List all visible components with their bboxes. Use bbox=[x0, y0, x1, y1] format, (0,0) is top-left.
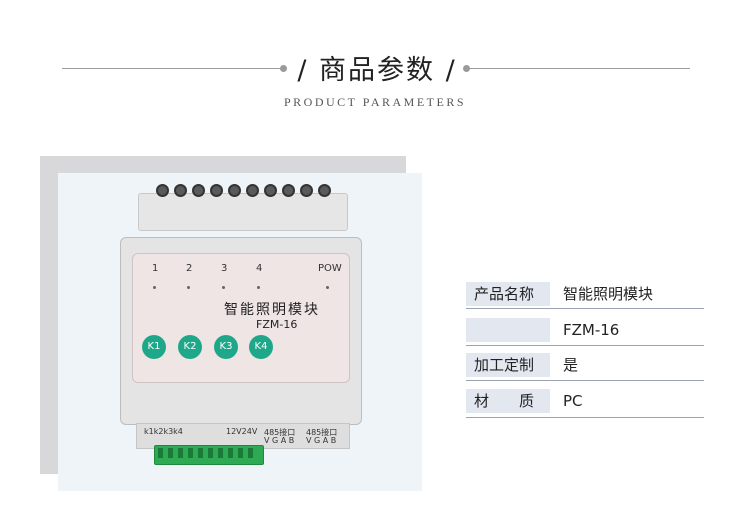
rs485-port-label: 485接口 bbox=[264, 428, 296, 437]
spec-row-divider bbox=[466, 380, 704, 381]
led-indicator bbox=[153, 286, 156, 289]
k2-button: K2 bbox=[178, 335, 202, 359]
screw-icon bbox=[210, 184, 223, 197]
spec-value-customization: 是 bbox=[563, 356, 579, 374]
key-terminal-label: k1k2k3k4 bbox=[144, 427, 183, 436]
spec-value-material: PC bbox=[563, 392, 583, 410]
header-dot-right bbox=[463, 65, 470, 72]
header-divider-right bbox=[470, 68, 690, 69]
spec-row-divider bbox=[466, 345, 704, 346]
spec-label-model bbox=[466, 318, 550, 342]
screw-icon bbox=[192, 184, 205, 197]
top-terminal-block bbox=[138, 193, 348, 231]
screw-icon bbox=[156, 184, 169, 197]
rs485-port-label: 485接口 bbox=[306, 428, 338, 437]
terminal-pin bbox=[168, 448, 173, 458]
terminal-pin bbox=[158, 448, 163, 458]
bottom-terminal-strip bbox=[136, 423, 350, 449]
spec-row-divider bbox=[466, 308, 704, 309]
module-name: 智能照明模块 bbox=[224, 302, 320, 318]
k3-button: K3 bbox=[214, 335, 238, 359]
spec-label-customization: 加工定制 bbox=[466, 353, 550, 377]
spec-label-product-name: 产品名称 bbox=[466, 282, 550, 306]
pow-label: POW bbox=[318, 263, 342, 274]
terminal-pin bbox=[208, 448, 213, 458]
screw-icon bbox=[264, 184, 277, 197]
spec-value-product-name: 智能照明模块 bbox=[563, 285, 654, 303]
power-terminal-label: 12V24V bbox=[226, 427, 258, 436]
terminal-pin bbox=[178, 448, 183, 458]
rs485-pin-label: V G A B bbox=[306, 436, 337, 445]
product-photo: 1 2 3 4 POW 智能照明模块 FZM-16 K1 K2 K3 K4 k1… bbox=[58, 173, 422, 491]
section-title: / 商品参数 / bbox=[297, 55, 457, 86]
led-indicator bbox=[222, 286, 225, 289]
screw-icon bbox=[318, 184, 331, 197]
module-face-panel bbox=[132, 253, 350, 383]
k1-button: K1 bbox=[142, 335, 166, 359]
spec-value-model: FZM-16 bbox=[563, 321, 620, 339]
spec-row-divider bbox=[466, 417, 704, 418]
header-divider-left bbox=[62, 68, 284, 69]
screw-icon bbox=[300, 184, 313, 197]
channel-number: 3 bbox=[221, 263, 228, 274]
channel-number: 2 bbox=[186, 263, 193, 274]
channel-number: 1 bbox=[152, 263, 159, 274]
screw-icon bbox=[246, 184, 259, 197]
terminal-pin bbox=[248, 448, 253, 458]
module-model: FZM-16 bbox=[256, 318, 298, 331]
terminal-pin bbox=[188, 448, 193, 458]
rs485-pin-label: V G A B bbox=[264, 436, 295, 445]
terminal-pin bbox=[198, 448, 203, 458]
terminal-pin bbox=[228, 448, 233, 458]
led-indicator bbox=[257, 286, 260, 289]
section-subtitle: PRODUCT PARAMETERS bbox=[283, 95, 467, 109]
header-dot-left bbox=[280, 65, 287, 72]
screw-icon bbox=[282, 184, 295, 197]
screw-icon bbox=[174, 184, 187, 197]
screw-icon bbox=[228, 184, 241, 197]
led-indicator bbox=[187, 286, 190, 289]
k4-button: K4 bbox=[249, 335, 273, 359]
terminal-pin bbox=[238, 448, 243, 458]
spec-label-material: 材 质 bbox=[466, 389, 550, 413]
channel-number: 4 bbox=[256, 263, 263, 274]
terminal-pin bbox=[218, 448, 223, 458]
led-indicator bbox=[326, 286, 329, 289]
